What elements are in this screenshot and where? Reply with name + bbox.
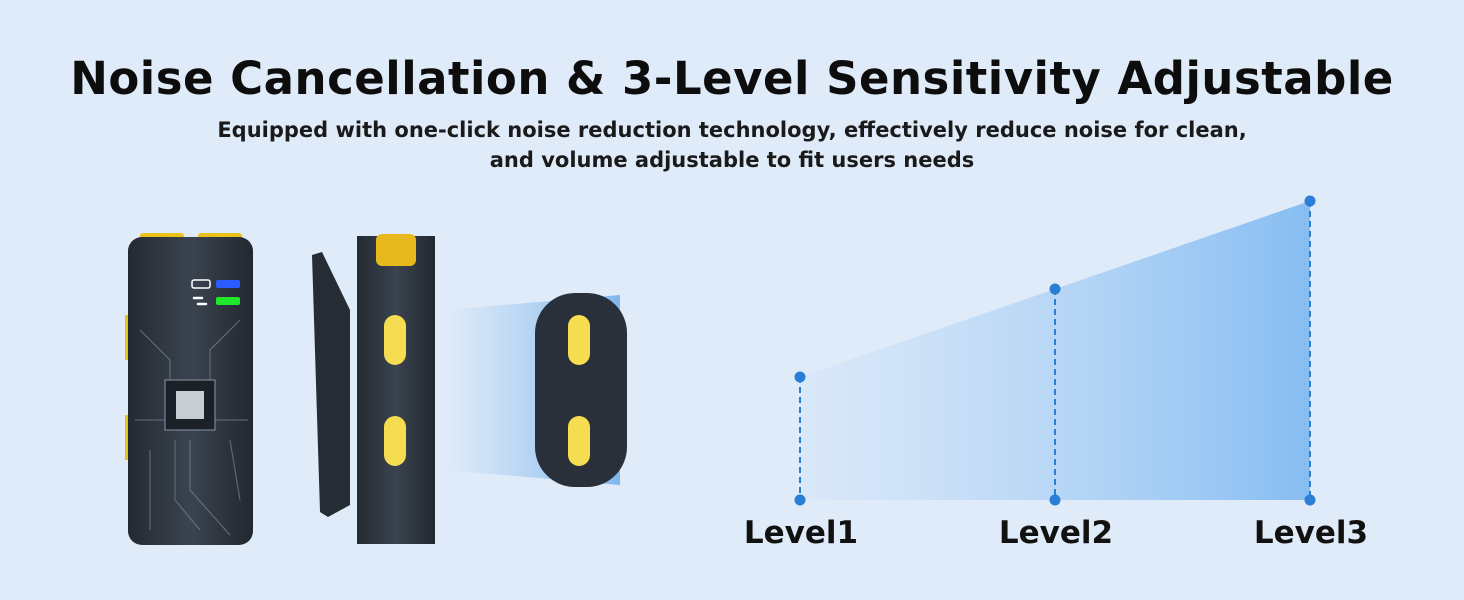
- button-zoom-detail: [535, 293, 627, 487]
- device-front: [125, 233, 253, 545]
- sensitivity-button-down: [384, 416, 406, 466]
- led-green: [216, 297, 240, 305]
- level-label-3: Level3: [1253, 515, 1369, 551]
- subtitle-line-2: and volume adjustable to fit users needs: [489, 148, 975, 172]
- page-title: Noise Cancellation & 3-Level Sensitivity…: [70, 52, 1394, 105]
- sensitivity-button-up: [384, 315, 406, 365]
- level-top-dot-2: [1049, 283, 1061, 295]
- level-top-dot-1: [794, 371, 806, 383]
- link-icon: [192, 296, 208, 306]
- level-base-dot-2: [1049, 494, 1061, 506]
- level-base-dot-3: [1304, 494, 1316, 506]
- subtitle-line-1: Equipped with one-click noise reduction …: [217, 118, 1247, 142]
- level-label-2: Level2: [998, 515, 1114, 551]
- level-top-dot-3: [1304, 195, 1316, 207]
- led-blue: [216, 280, 240, 288]
- level-base-dot-1: [794, 494, 806, 506]
- battery-icon: [191, 279, 211, 289]
- level-label-1: Level1: [743, 515, 859, 551]
- sensitivity-level-graph: [794, 195, 1316, 506]
